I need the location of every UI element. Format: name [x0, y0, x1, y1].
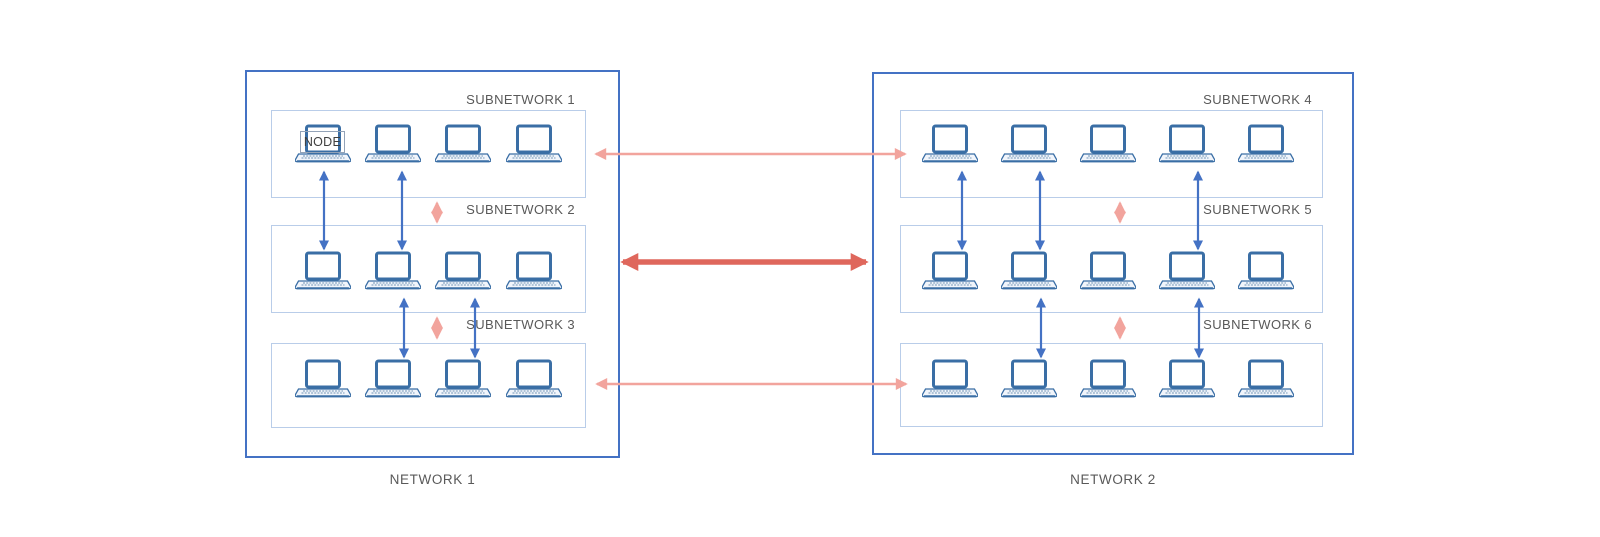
laptop-icon	[1158, 251, 1216, 291]
laptop-icon	[294, 124, 352, 164]
node-label: NODE	[300, 131, 345, 153]
laptop-icon	[1000, 124, 1058, 164]
laptop-icon	[434, 251, 492, 291]
laptop-icon	[364, 359, 422, 399]
laptop-icon	[1079, 124, 1137, 164]
laptop-icon	[1158, 359, 1216, 399]
network-label: NETWORK 1	[389, 472, 476, 487]
laptop-icon	[1158, 124, 1216, 164]
laptop-icon	[1237, 359, 1295, 399]
network-box	[872, 72, 1354, 455]
laptop-icon	[294, 251, 352, 291]
laptop-icon	[1000, 251, 1058, 291]
network-box	[245, 70, 620, 458]
laptop-icon	[1079, 359, 1137, 399]
subnetwork-box	[271, 343, 586, 428]
subnetwork-label: SUBNETWORK 6	[1203, 317, 1312, 332]
laptop-icon	[505, 359, 563, 399]
laptop-icon	[505, 251, 563, 291]
laptop-icon	[1237, 251, 1295, 291]
laptop-icon	[505, 124, 563, 164]
subnetwork-label: SUBNETWORK 5	[1203, 202, 1312, 217]
laptop-icon	[294, 359, 352, 399]
laptop-icon	[1000, 359, 1058, 399]
laptop-icon	[434, 124, 492, 164]
laptop-icon	[364, 251, 422, 291]
laptop-icon	[364, 124, 422, 164]
laptop-icon	[921, 359, 979, 399]
subnetwork-box	[900, 225, 1323, 313]
subnetwork-label: SUBNETWORK 3	[466, 317, 575, 332]
subnetwork-label: SUBNETWORK 1	[466, 92, 575, 107]
subnetwork-label: SUBNETWORK 4	[1203, 92, 1312, 107]
laptop-icon	[921, 251, 979, 291]
laptop-icon	[1079, 251, 1137, 291]
laptop-icon	[921, 124, 979, 164]
subnetwork-box	[271, 225, 586, 313]
subnetwork-box	[271, 110, 586, 198]
subnetwork-label: SUBNETWORK 2	[466, 202, 575, 217]
laptop-icon	[434, 359, 492, 399]
network-label: NETWORK 2	[1070, 472, 1156, 487]
laptop-icon	[1237, 124, 1295, 164]
